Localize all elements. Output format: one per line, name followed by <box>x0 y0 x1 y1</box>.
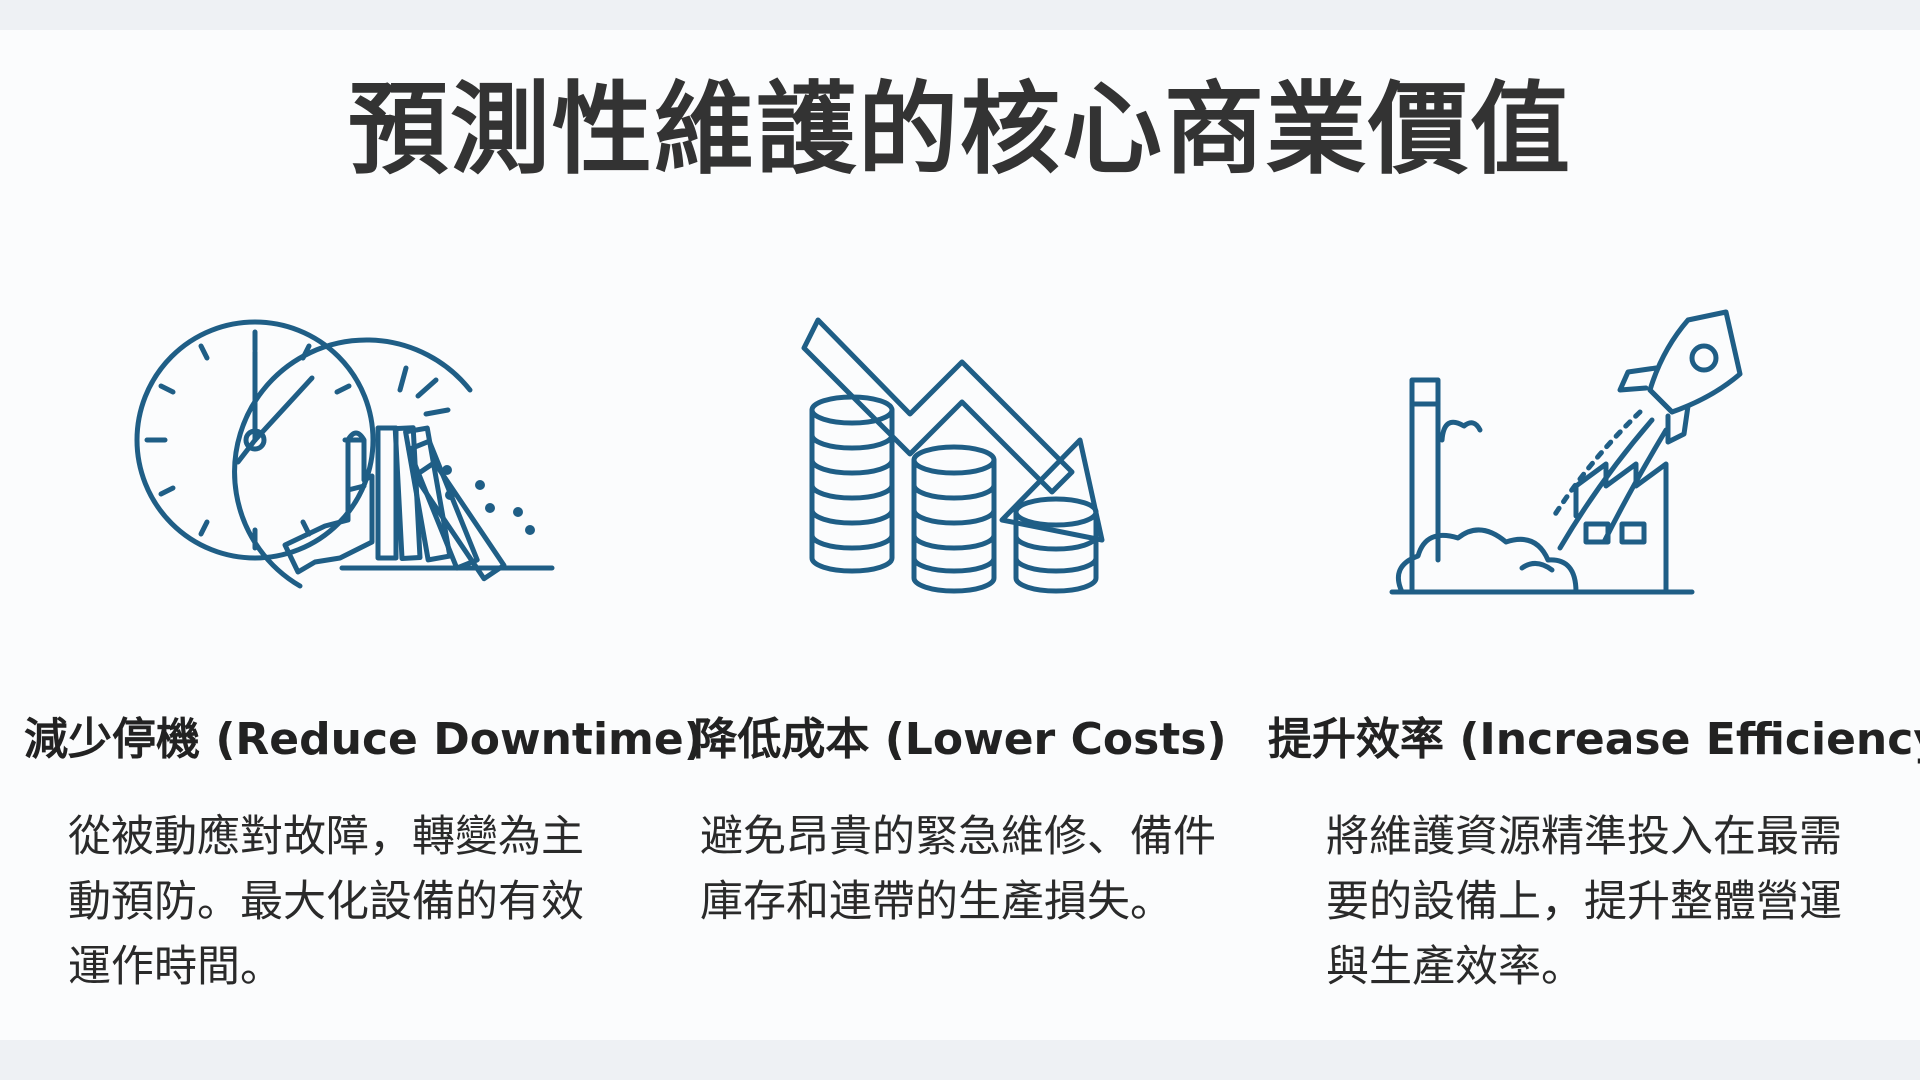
arrow-coins-graphic <box>801 317 1105 594</box>
launch-cloud <box>1396 527 1579 595</box>
factory-window-2 <box>1619 521 1647 545</box>
coin-stack-medium <box>911 444 997 594</box>
domino-1 <box>375 425 399 561</box>
domino-4 <box>406 438 480 571</box>
smoke-puff <box>1439 419 1483 443</box>
factory-window-1 <box>1583 521 1611 545</box>
domino-3 <box>403 425 453 563</box>
heading-lower-costs: 降低成本 (Lower Costs) <box>693 714 1227 765</box>
coin-stack-tall <box>809 394 895 574</box>
factory-roof <box>1573 461 1669 595</box>
infographic-panel: 預測性維護的核心商業價值 <box>0 30 1920 1040</box>
stopping-hand <box>282 430 375 575</box>
clock-dominoes-graphic <box>134 319 555 589</box>
smokestack <box>1409 377 1441 593</box>
description-lower-costs: 避免昂貴的緊急維修、備件庫存和連帶的生產損失。 <box>700 812 1216 927</box>
rocket-fin-left <box>1617 365 1659 393</box>
heading-increase-efficiency: 提升效率 (Increase Efficiency) <box>1268 714 1920 765</box>
rocket-window <box>1689 343 1719 373</box>
coin-stack-short <box>1013 496 1099 594</box>
clock-face <box>134 319 376 561</box>
rocket-launch-factory-icon <box>1340 280 1860 660</box>
falling-arrow-head <box>999 437 1105 543</box>
falling-arrow-body <box>801 317 1075 495</box>
description-reduce-downtime: 從被動應對故障，轉變為主動預防。最大化設備的有效運作時間。 <box>68 812 584 992</box>
clock-stopping-dominoes-icon <box>110 280 630 660</box>
heading-reduce-downtime: 減少停機 (Reduce Downtime) <box>24 714 704 765</box>
falling-arrow-coin-stacks-icon <box>700 280 1220 660</box>
page-title: 預測性維護的核心商業價值 <box>348 71 1572 188</box>
clock-ring <box>232 337 473 589</box>
domino-5 <box>412 459 507 582</box>
description-increase-efficiency: 將維護資源精準投入在最需要的設備上，提升整體營運與生產效率。 <box>1326 812 1842 992</box>
rocket-factory-graphic <box>1389 309 1743 595</box>
